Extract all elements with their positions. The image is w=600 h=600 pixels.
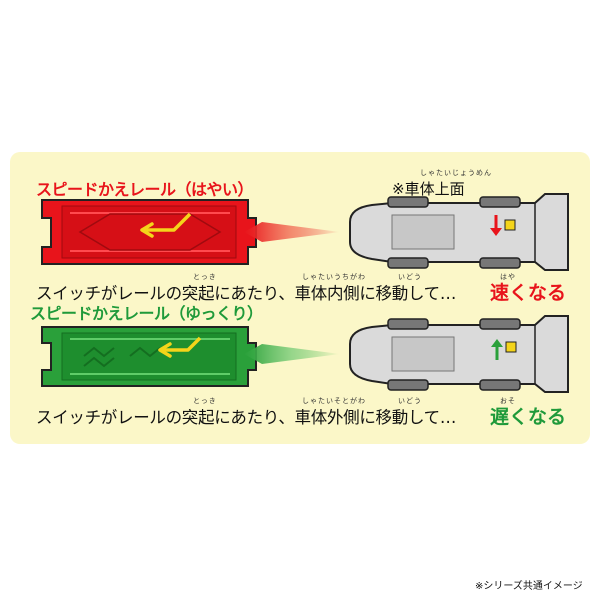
slow-sentence: スイッチがレールの突起にあたり、車体外側に移動して… xyxy=(36,408,457,427)
slow-ruby-shataisotogawa: しゃたいそとがわ xyxy=(302,397,366,405)
slow-ruby-tokki: とっき xyxy=(193,397,217,405)
slow-rail-title: スピードかえレール（ゆっくり） xyxy=(30,304,263,323)
top-view-label: ※車体上面 xyxy=(392,180,465,198)
fast-ruby-shataiuchigawa: しゃたいうちがわ xyxy=(302,273,366,281)
train-top-view-icon-2 xyxy=(349,315,569,393)
top-view-ruby: しゃたいじょうめん xyxy=(420,169,492,177)
fast-sentence: スイッチがレールの突起にあたり、車体内側に移動して… xyxy=(36,284,457,303)
fast-result: 速くなる xyxy=(490,282,567,304)
series-footnote: ※シリーズ共通イメージ xyxy=(475,581,583,592)
train-top-view-icon xyxy=(349,193,569,271)
red-speed-rail-icon xyxy=(41,199,257,265)
slow-arrow-icon xyxy=(244,344,340,364)
fast-ruby-tokki: とっき xyxy=(193,273,217,281)
fast-arrow-icon xyxy=(244,222,340,242)
green-speed-rail-icon xyxy=(41,326,257,387)
slow-result-ruby: おそ xyxy=(500,397,516,405)
slow-ruby-idou: いどう xyxy=(398,397,422,405)
fast-rail-title: スピードかえレール（はやい） xyxy=(36,180,254,199)
fast-result-ruby: はや xyxy=(500,273,516,281)
slow-result: 遅くなる xyxy=(490,406,567,428)
fast-ruby-idou: いどう xyxy=(398,273,422,281)
